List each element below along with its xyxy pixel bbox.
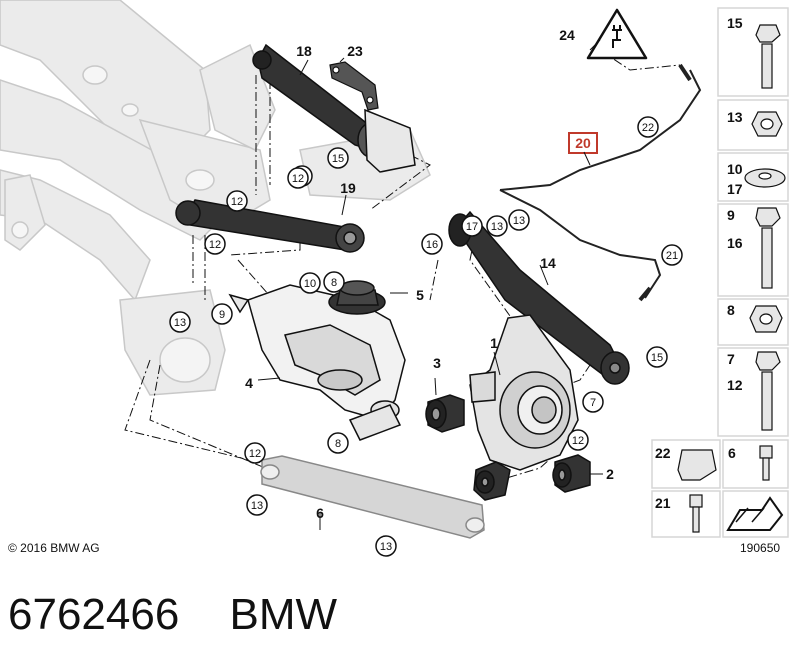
circled-callout-12: 12: [244, 442, 266, 464]
part-caption: 6762466 BMW: [8, 590, 337, 650]
rubber-mount-5: [328, 280, 386, 315]
circled-callout-12: 12: [204, 233, 226, 255]
tension-strut-11: [260, 455, 485, 539]
circled-callout-10: 10: [299, 272, 321, 294]
svg-text:8: 8: [335, 438, 341, 450]
upper-link-18: [252, 43, 416, 173]
hardware-label-17: 17: [727, 181, 743, 197]
link-19: [175, 199, 365, 253]
callout-5: 5: [416, 287, 424, 303]
svg-text:12: 12: [572, 435, 584, 447]
svg-text:12: 12: [209, 239, 221, 251]
bush-lower: [473, 461, 511, 501]
svg-text:13: 13: [491, 221, 503, 233]
svg-text:13: 13: [513, 215, 525, 227]
highlighted-callout: 20: [568, 132, 598, 154]
svg-text:22: 22: [642, 122, 654, 134]
circled-callout-13: 13: [169, 311, 191, 333]
svg-text:17: 17: [466, 221, 478, 233]
part-number: 6762466: [8, 590, 180, 639]
callout-19: 19: [340, 180, 356, 196]
exploded-parts-diagram: 182319142454312611 151312121310891317131…: [0, 0, 789, 557]
svg-text:12: 12: [231, 196, 243, 208]
rear-axle-subframe: [0, 0, 431, 396]
circled-callout-13: 13: [508, 209, 530, 231]
svg-text:16: 16: [426, 239, 438, 251]
bush-2: [552, 454, 591, 493]
wheel-carrier-1: [469, 314, 579, 471]
hardware-label-9: 9: [727, 207, 735, 223]
circled-callout-21: 21: [661, 244, 683, 266]
circled-callout-16: 16: [421, 233, 443, 255]
circled-callout-13: 13: [375, 535, 397, 557]
svg-text:13: 13: [174, 317, 186, 329]
hardware-labels: 15 13 10 17 9 16 8 7 12 22 6 21: [655, 15, 743, 511]
circled-callout-8: 8: [327, 432, 349, 454]
hardware-label-10: 10: [727, 161, 743, 177]
hardware-label-13: 13: [727, 109, 743, 125]
svg-text:13: 13: [251, 500, 263, 512]
circled-callouts: 1513121213108913171316222115712812131312: [169, 116, 683, 557]
circled-callout-15: 15: [327, 147, 349, 169]
svg-text:8: 8: [331, 277, 337, 289]
hardware-label-16: 16: [727, 235, 743, 251]
svg-text:15: 15: [651, 352, 663, 364]
wear-sensor-warning-icon: [586, 8, 648, 60]
hardware-drawings: [677, 24, 786, 533]
callout-23: 23: [347, 43, 363, 59]
hardware-label-12: 12: [727, 377, 743, 393]
svg-text:12: 12: [292, 173, 304, 185]
circled-callout-15: 15: [646, 346, 668, 368]
hardware-label-8: 8: [727, 302, 735, 318]
hardware-label-6: 6: [728, 445, 736, 461]
circled-callout-9: 9: [211, 303, 233, 325]
circled-callout-13: 13: [246, 494, 268, 516]
leader-lines: [257, 39, 603, 530]
circled-callout-17: 17: [461, 215, 483, 237]
callout-4: 4: [245, 375, 253, 391]
hardware-label-22: 22: [655, 445, 671, 461]
circled-callout-12: 12: [226, 190, 248, 212]
bracket-23: [329, 61, 379, 111]
callout-2: 2: [606, 466, 614, 482]
callout-14: 14: [540, 255, 556, 271]
circled-callout-13: 13: [486, 215, 508, 237]
circled-callout-8: 8: [323, 271, 345, 293]
svg-text:21: 21: [666, 250, 678, 262]
drawing-number: 190650: [740, 541, 781, 555]
bush-3: [425, 394, 465, 433]
direction-arrow-icon: [726, 496, 784, 531]
circled-callout-7: 7: [582, 391, 604, 413]
callout-20: 20: [575, 135, 591, 151]
circled-callout-12: 12: [567, 429, 589, 451]
svg-text:15: 15: [332, 153, 344, 165]
callout-18: 18: [296, 43, 312, 59]
svg-text:9: 9: [219, 309, 225, 321]
control-arm-4: [228, 284, 406, 441]
circled-callout-12: 12: [287, 167, 309, 189]
callout-1: 1: [490, 335, 498, 351]
svg-text:7: 7: [590, 397, 596, 409]
copyright-notice: © 2016 BMW AG: [8, 541, 100, 555]
circled-callout-22: 22: [637, 116, 659, 138]
brand-name: BMW: [229, 590, 338, 639]
wear-sensor-cable: [499, 63, 702, 302]
svg-text:12: 12: [249, 448, 261, 460]
callout-3: 3: [433, 355, 441, 371]
callout-24: 24: [559, 27, 575, 43]
svg-text:10: 10: [304, 278, 316, 290]
hardware-label-21: 21: [655, 495, 671, 511]
hardware-label-7: 7: [727, 351, 735, 367]
svg-text:13: 13: [380, 541, 392, 553]
plain-callouts: 182319142454312611: [245, 27, 614, 521]
hardware-label-15: 15: [727, 15, 743, 31]
